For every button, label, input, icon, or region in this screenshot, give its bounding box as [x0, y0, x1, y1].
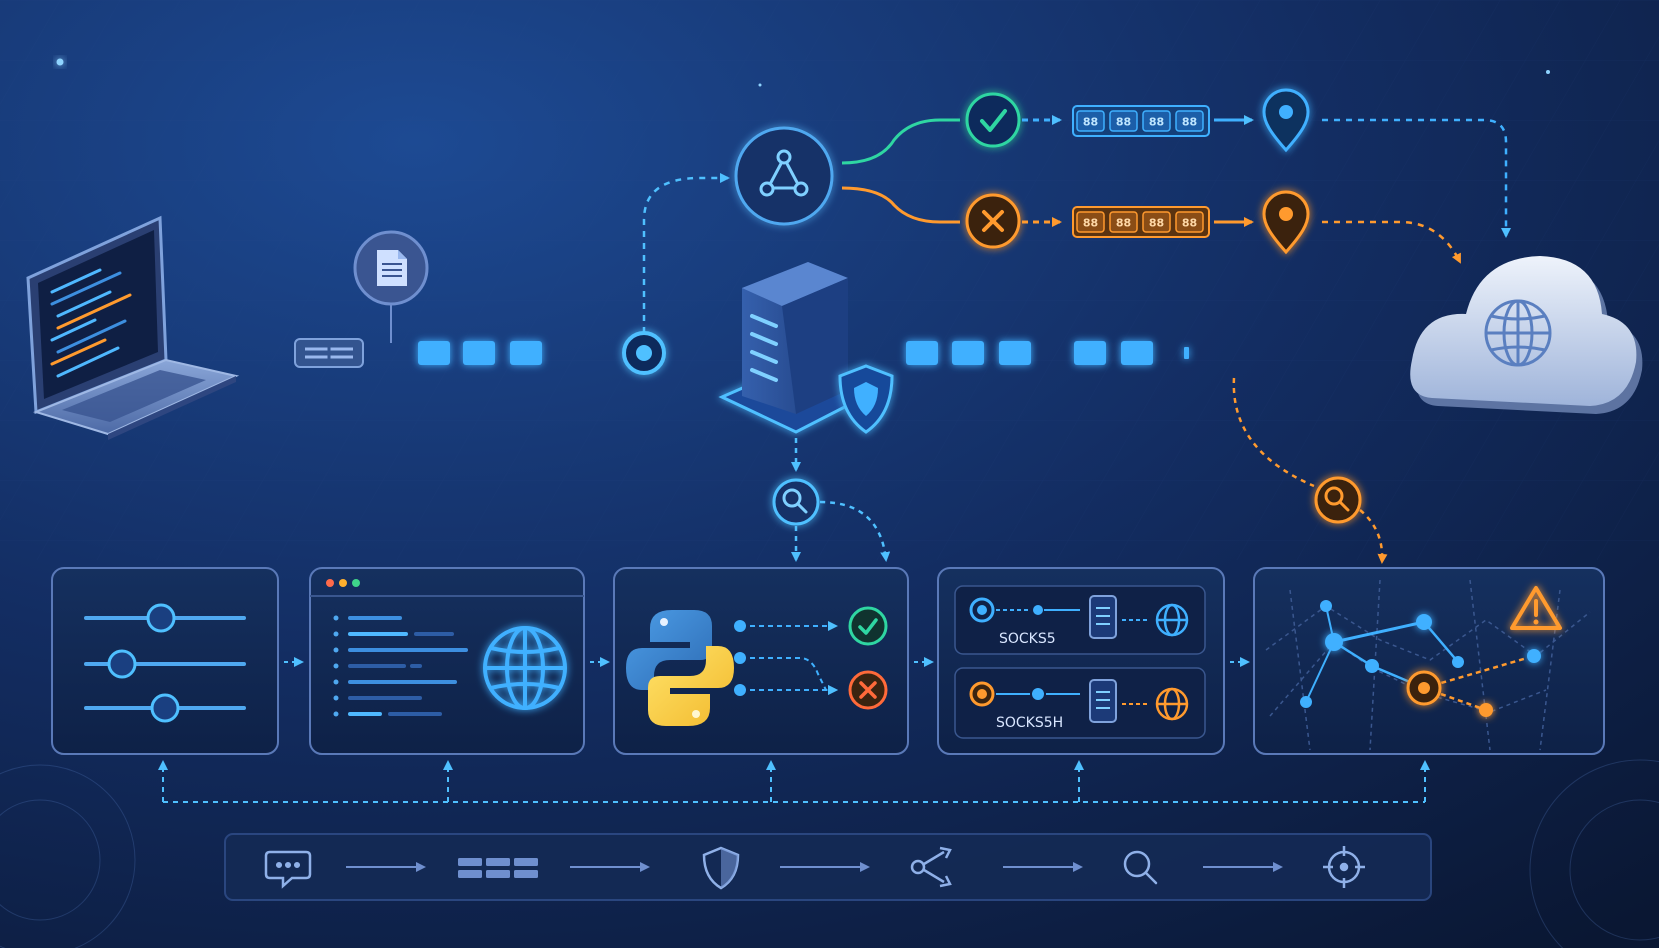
inspect-server	[772, 438, 891, 562]
panel-socks: SOCKS5 SOCKS5H	[937, 567, 1225, 755]
sliders-icon	[84, 603, 246, 723]
packet-cell	[1142, 211, 1171, 233]
check-circle-icon	[980, 109, 1007, 132]
network-route	[1300, 600, 1541, 717]
shield-icon	[702, 846, 740, 890]
failure-packet-group: 88 88 88 88	[1072, 206, 1210, 238]
request-packet	[294, 338, 364, 368]
packet-cell	[1142, 110, 1171, 132]
panel-python	[613, 567, 909, 755]
packet-label: 88	[1083, 116, 1098, 129]
star-dot	[758, 83, 762, 87]
socks5-row: SOCKS5	[954, 585, 1206, 655]
packet-label: 88	[1116, 217, 1131, 230]
chat-icon	[264, 850, 312, 889]
location-pin-icon	[1262, 190, 1310, 255]
python-branches	[734, 620, 838, 696]
packet-label: 88	[1083, 217, 1098, 230]
crosshair-icon	[1323, 846, 1365, 888]
cloud-globe-icon	[1410, 256, 1643, 414]
junction-node	[622, 331, 666, 375]
socks5-label: SOCKS5	[999, 631, 1056, 647]
socks5h-row: SOCKS5H	[954, 667, 1206, 739]
python-logo-icon	[626, 610, 734, 726]
check-circle-icon	[848, 606, 888, 646]
star-dot	[56, 58, 64, 66]
inspect-remote	[1232, 377, 1388, 564]
document-icon	[377, 250, 407, 286]
panel-config	[51, 567, 279, 755]
packet-cell	[1109, 211, 1138, 233]
packet-label: 88	[1149, 116, 1164, 129]
x-circle-icon	[848, 670, 888, 710]
data-packets-right	[906, 341, 1189, 365]
packet-label: 88	[1116, 116, 1131, 129]
code-lines	[333, 615, 468, 717]
request-document	[353, 230, 429, 343]
success-packet-group: 88 88 88 88	[1072, 105, 1210, 137]
packet-label: 88	[1182, 116, 1197, 129]
shield-icon	[838, 364, 894, 434]
packet-cell	[1175, 110, 1204, 132]
magnifier-icon	[782, 488, 808, 514]
packet-cell	[1109, 110, 1138, 132]
location-pin-icon	[1262, 88, 1310, 153]
packets-icon	[458, 858, 538, 878]
panel-browser	[309, 567, 585, 755]
packet-cell	[1076, 211, 1105, 233]
laptop-code-icon	[26, 215, 240, 440]
proxy-server	[718, 262, 894, 434]
share-nodes-icon	[910, 846, 952, 888]
success-path: 88 88 88 88	[841, 88, 1511, 238]
search-icon	[1123, 850, 1158, 885]
feedback-loop	[158, 760, 1430, 803]
globe-icon	[483, 626, 567, 710]
packet-cell	[1175, 211, 1204, 233]
socks5h-label: SOCKS5H	[996, 715, 1063, 731]
failure-path: 88 88 88 88	[841, 186, 1462, 264]
packet-cell	[1076, 110, 1105, 132]
globe-icon	[1155, 603, 1189, 637]
radar-rings	[0, 759, 1659, 948]
star-dot	[1546, 70, 1550, 74]
server-icon	[750, 314, 778, 382]
magnifier-icon	[1324, 486, 1350, 512]
pipeline-bar	[224, 833, 1432, 901]
packet-label: 88	[1149, 217, 1164, 230]
data-packets-left	[418, 341, 542, 365]
network-nodes-icon	[759, 149, 809, 197]
globe-icon	[1155, 687, 1189, 721]
junction-to-router-line	[642, 173, 730, 333]
packet-label: 88	[1182, 217, 1197, 230]
warning-triangle-icon	[1510, 586, 1562, 630]
router-node	[734, 126, 834, 226]
panel-network	[1253, 567, 1605, 755]
x-circle-icon	[982, 210, 1004, 232]
